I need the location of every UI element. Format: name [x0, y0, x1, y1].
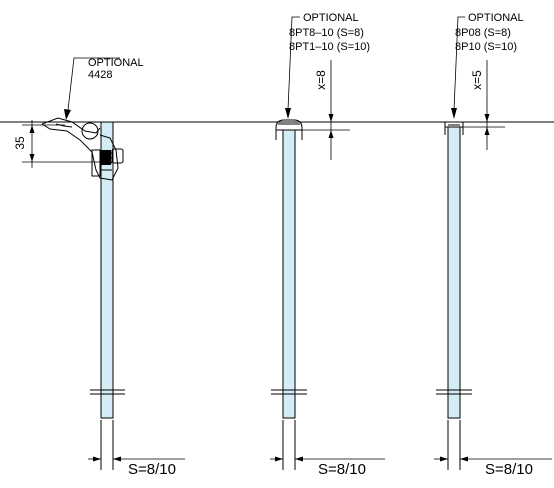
callout-hinge-code: 4428 [88, 69, 112, 81]
middle-glass-upper [282, 129, 296, 419]
hinge-4428-shape [41, 117, 124, 181]
seal-8p-shape [444, 121, 464, 135]
left-glass-upper [100, 121, 114, 419]
dim-thickness-left: S=8/10 [128, 461, 176, 478]
left-panel: 35 OPTIONAL 4428 S=8/10 [13, 57, 185, 478]
middle-panel: x=8 OPTIONAL 8PT8–10 (S=8) 8PT1–10 (S=10… [270, 12, 385, 478]
callout-middle-line2: 8PT1–10 (S=10) [289, 41, 370, 53]
dim-middle-gap: x=8 [314, 70, 328, 90]
callout-middle-title: OPTIONAL [303, 12, 359, 24]
right-panel: x=5 OPTIONAL 8P08 (S=8) 8P10 (S=10) S=8/… [434, 12, 552, 478]
callout-hinge-title: OPTIONAL [88, 57, 144, 69]
callout-right-line2: 8P10 (S=10) [455, 41, 517, 53]
dim-hinge-offset: 35 [13, 136, 27, 150]
dim-right-gap: x=5 [470, 70, 484, 90]
callout-right-line1: 8P08 (S=8) [455, 27, 511, 39]
right-glass-upper [447, 126, 461, 419]
dim-thickness-right: S=8/10 [485, 461, 533, 478]
seal-8pt-shape [275, 119, 303, 140]
callout-right-title: OPTIONAL [468, 12, 524, 24]
callout-middle-line1: 8PT8–10 (S=8) [289, 27, 364, 39]
dim-thickness-middle: S=8/10 [318, 461, 366, 478]
